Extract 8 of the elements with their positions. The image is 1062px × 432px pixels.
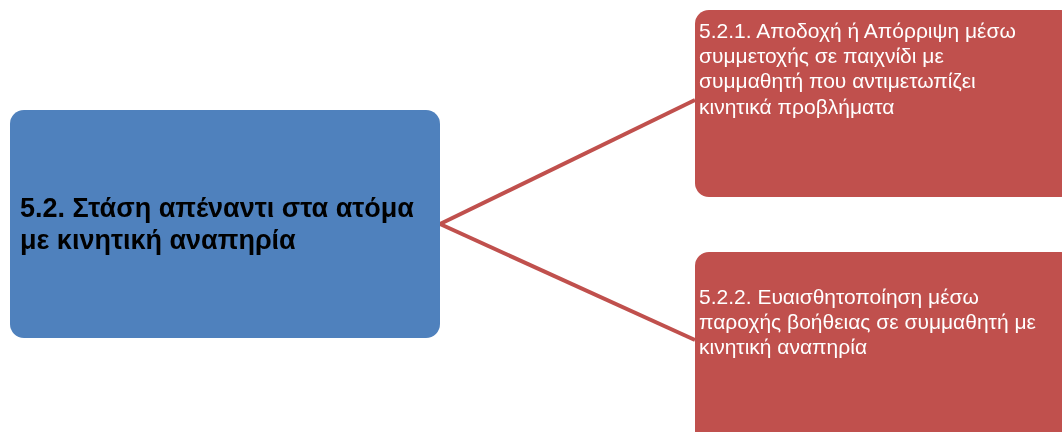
box-label: 5.2.1. Αποδοχή ή Απόρριψη μέσω συμμετοχής σε παιχνίδι με συμμαθητή που αντιμετωπίζει κινητικά προβλήματα xyxy=(699,18,1017,119)
subtopic-box xyxy=(695,10,1062,197)
box-label: 5.2.2. Ευαισθητοποίηση μέσω παροχής βοήθειας σε συμμαθητή με κινητική αναπηρία xyxy=(699,284,1037,360)
subtopic-box xyxy=(695,252,1062,432)
topic-box xyxy=(10,110,440,338)
connector-line xyxy=(439,98,696,226)
box-label: 5.2. Στάση απέναντι στα ατόμα με κινητική αναπηρία xyxy=(20,191,415,257)
connector-line xyxy=(439,222,696,342)
